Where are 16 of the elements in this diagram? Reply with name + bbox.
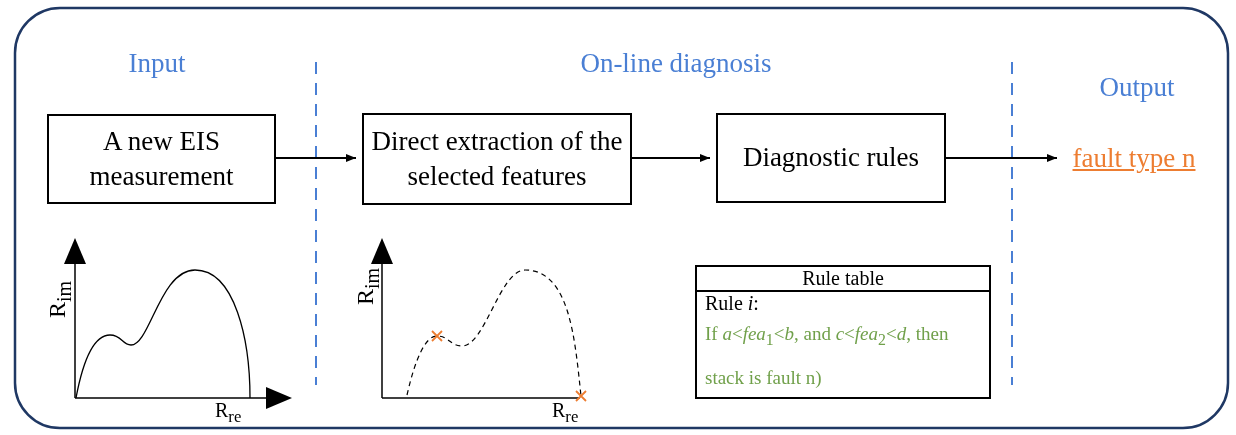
process-box: A new EIS measurement	[47, 114, 276, 204]
output-text: fault type n	[1063, 143, 1205, 179]
process-box: Direct extraction of the selected features	[362, 113, 632, 205]
axis-label: R$_{re}$	[552, 399, 579, 427]
arrow	[945, 154, 1058, 162]
arrow	[275, 154, 357, 162]
rule-heading: Rule i:	[704, 292, 760, 315]
table-header: Rule table	[697, 267, 989, 292]
rule-table	[695, 265, 991, 399]
section-heading: Input	[128, 48, 186, 79]
arrow	[631, 154, 711, 162]
rule-text: If a<fea$_{1}$<b, and c<fea$_{2}$<d, then stack is fault n)	[704, 322, 950, 390]
section-heading: On-line diagnosis	[580, 48, 772, 79]
process-box: Diagnostic rules	[716, 113, 946, 203]
axis-label: R$_{re}$	[215, 399, 242, 427]
section-heading: Output	[1099, 72, 1175, 103]
